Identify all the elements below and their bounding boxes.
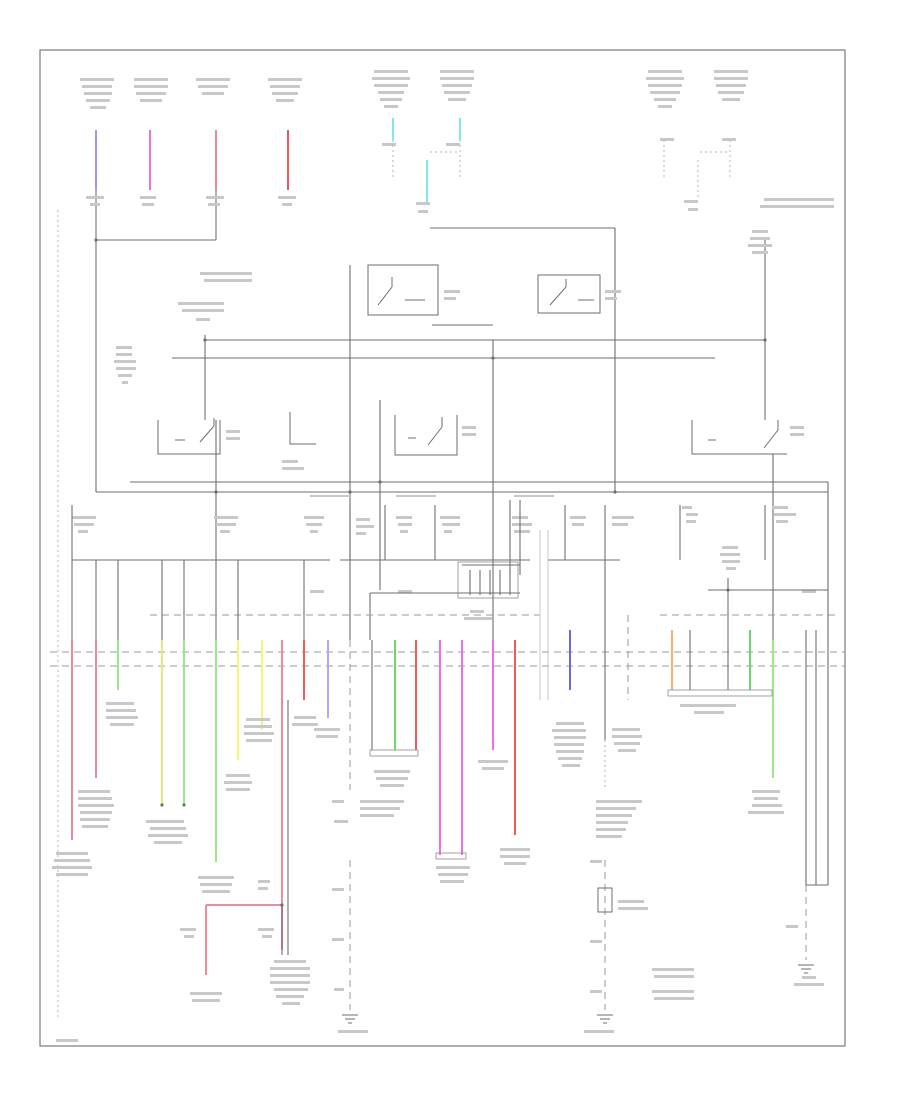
splice-dots	[94, 238, 767, 907]
relay-switch-icon	[691, 420, 804, 455]
feed-small-labels	[86, 138, 834, 213]
connector-icon	[50, 651, 845, 667]
top-right-drops	[392, 140, 731, 200]
lower-left-branch	[205, 700, 289, 975]
diagram-frame	[39, 49, 846, 1047]
component-labels	[52, 702, 824, 1042]
ground-icon	[342, 1014, 358, 1024]
bus-lines	[57, 210, 828, 1020]
top-feed-wires	[95, 118, 461, 492]
branch-wires	[71, 482, 829, 950]
relay-switch-icon	[537, 274, 601, 314]
relay-links	[215, 340, 774, 640]
relay-switch-icon	[367, 264, 439, 316]
relay-switch-icon	[282, 412, 316, 470]
splice-bus	[72, 559, 840, 640]
ground-icon	[597, 1014, 613, 1024]
relay-labels	[114, 230, 772, 384]
fuse-icon	[71, 500, 766, 575]
ground-icon	[798, 964, 814, 974]
relay-switch-icon	[157, 418, 240, 455]
source-labels	[80, 70, 748, 109]
relay-switch-icon	[394, 415, 476, 456]
ground-runs	[349, 740, 807, 1010]
splice-connectors	[369, 689, 773, 860]
